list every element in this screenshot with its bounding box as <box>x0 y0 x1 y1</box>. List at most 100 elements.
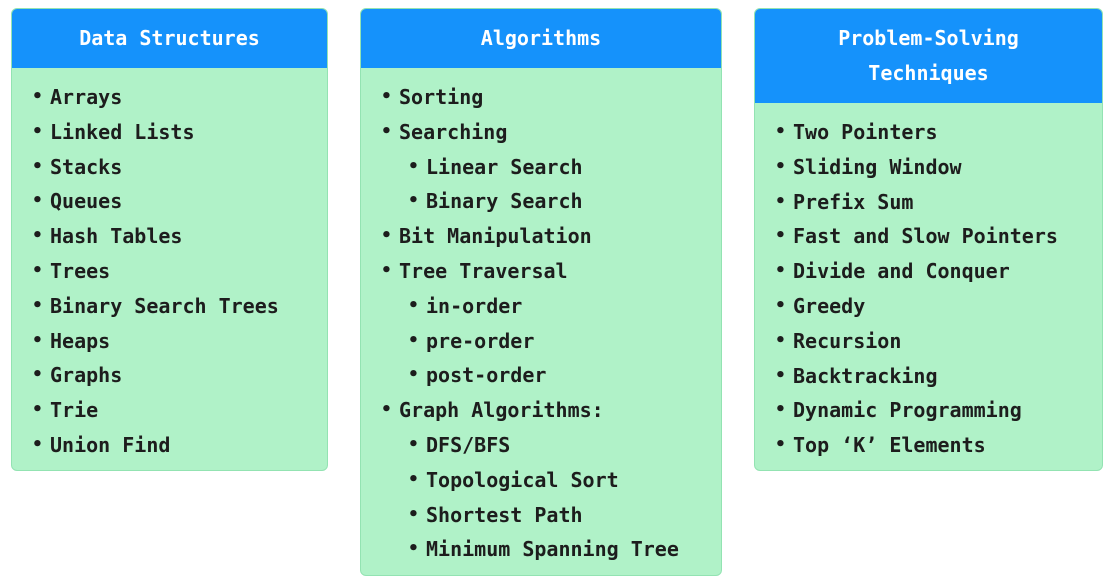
list-item-text: Top ‘K’ Elements <box>793 433 986 458</box>
list-item-text: Hash Tables <box>50 224 183 249</box>
bullet-icon: • <box>32 294 43 316</box>
list-item-text: Binary Search <box>426 189 583 214</box>
sub-list-item: •Topological Sort <box>361 463 721 498</box>
bullet-icon: • <box>381 225 392 247</box>
list-item-text: Recursion <box>793 328 902 353</box>
bullet-icon: • <box>775 329 786 351</box>
list-item-text: Searching <box>399 119 508 144</box>
sub-list-item: • post-order <box>361 358 721 393</box>
list-item: • Arrays <box>12 80 327 115</box>
bullet-icon: • <box>408 294 419 316</box>
bullet-icon: • <box>32 399 43 421</box>
list-item-text: Divide and Conquer <box>793 259 1010 284</box>
sub-list-item: • DFS/BFS <box>361 428 721 463</box>
card-header: Algorithms <box>361 9 721 68</box>
bullet-icon: • <box>32 155 43 177</box>
card-list: • Arrays • Linked Lists • Stacks • Queues • Hash … <box>12 68 327 463</box>
card-header: Problem-Solving Techniques <box>755 9 1102 103</box>
list-item-text: Stacks <box>50 154 123 179</box>
list-item-text: post-order <box>426 363 547 388</box>
bullet-icon: • <box>32 190 43 212</box>
list-item: • Trees <box>12 254 327 289</box>
sub-list-item: • Minimum Spanning Tree <box>361 532 721 567</box>
sub-list-item: • Binary Search <box>361 184 721 219</box>
bullet-icon: • <box>775 294 786 316</box>
sub-list-item: •Linear Search <box>361 150 721 185</box>
list-item: •Tree Traversal <box>361 254 721 289</box>
list-item: • Two Pointers <box>755 115 1102 150</box>
bullet-icon: • <box>408 538 419 560</box>
list-item: •Sliding Window <box>755 150 1102 185</box>
list-item: • Fast and Slow Pointers <box>755 219 1102 254</box>
card-list: •Sorting•Searching•Linear Search•Binary … <box>361 68 721 567</box>
sub-list-item: •Shortest Path <box>361 498 721 533</box>
list-item-text: Fast and Slow Pointers <box>793 224 1058 249</box>
bullet-icon: • <box>775 155 786 177</box>
bullet-icon: • <box>32 86 43 107</box>
list-item: • Graph Algorithms: <box>361 393 721 428</box>
list-item: • Bit Manipulation <box>361 219 721 254</box>
card-header: Data Structures <box>12 9 327 68</box>
bullet-icon: • <box>32 364 43 386</box>
list-item: • Backtracking <box>755 359 1102 394</box>
list-item-text: Bit Manipulation <box>399 224 592 249</box>
bullet-icon: • <box>775 225 786 247</box>
card-header-line-2: Techniques <box>868 61 989 85</box>
bullet-icon: • <box>408 364 419 386</box>
list-item: • Divide and Conquer <box>755 254 1102 289</box>
bullet-icon: • <box>32 120 43 142</box>
card-header-line-1: Problem-Solving <box>838 26 1019 50</box>
list-item-text: Linked Lists <box>50 119 195 144</box>
card-problem-solving-techniques: Problem-Solving Techniques • Two Pointers… <box>754 8 1103 471</box>
bullet-icon: • <box>408 503 419 525</box>
bullet-icon: • <box>408 329 419 351</box>
bullet-icon: • <box>775 364 786 386</box>
list-item-text: Trees <box>50 258 111 283</box>
list-item-text: Backtracking <box>793 363 938 388</box>
bullet-icon: • <box>775 121 786 142</box>
bullet-icon: • <box>775 434 786 456</box>
list-item: • Graphs <box>12 358 327 393</box>
bullet-icon: • <box>775 260 786 282</box>
bullet-icon: • <box>381 259 392 281</box>
list-item-text: Binary Search Trees <box>50 293 279 318</box>
list-item-text: DFS/BFS <box>426 432 511 457</box>
list-item: •Union Find <box>12 428 327 463</box>
list-item: • Top ‘K’ Elements <box>755 428 1102 463</box>
list-item-text: Union Find <box>50 432 171 457</box>
list-item: • Hash Tables <box>12 219 327 254</box>
list-item-text: Queues <box>50 189 123 214</box>
bullet-icon: • <box>381 399 392 421</box>
list-item-text: Arrays <box>50 85 123 109</box>
list-item: • Greedy <box>755 289 1102 324</box>
list-item-text: Sorting <box>399 85 484 109</box>
sub-list-item: • pre-order <box>361 324 721 359</box>
card-data-structures: Data Structures • Arrays • Linked Lists • Sta… <box>11 8 328 471</box>
sub-list-item: •in-order <box>361 289 721 324</box>
bullet-icon: • <box>32 225 43 247</box>
list-item: • Binary Search Trees <box>12 289 327 324</box>
list-item: • Queues <box>12 184 327 219</box>
bullet-icon: • <box>408 468 419 490</box>
bullet-icon: • <box>408 433 419 455</box>
bullet-icon: • <box>381 120 392 142</box>
list-item: •Prefix Sum <box>755 185 1102 220</box>
bullet-icon: • <box>32 259 43 281</box>
list-item-text: Two Pointers <box>793 120 938 144</box>
list-item: •Sorting <box>361 80 721 115</box>
list-item-text: Prefix Sum <box>793 189 914 214</box>
list-item-text: pre-order <box>426 328 535 353</box>
card-list: •Two Pointers•Sliding Window•Prefix Sum•… <box>755 103 1102 463</box>
list-item-text: Greedy <box>793 293 866 318</box>
list-item-text: Minimum Spanning Tree <box>426 537 679 562</box>
bullet-icon: • <box>775 399 786 421</box>
list-item-text: Graph Algorithms: <box>399 398 604 423</box>
bullet-icon: • <box>408 190 419 212</box>
bullet-icon: • <box>32 329 43 351</box>
list-item: • Trie <box>12 393 327 428</box>
list-item: • Stacks <box>12 150 327 185</box>
list-item: • Recursion <box>755 324 1102 359</box>
list-item-text: Dynamic Programming <box>793 398 1022 423</box>
list-item-text: Trie <box>50 398 99 423</box>
list-item-text: Graphs <box>50 363 123 388</box>
